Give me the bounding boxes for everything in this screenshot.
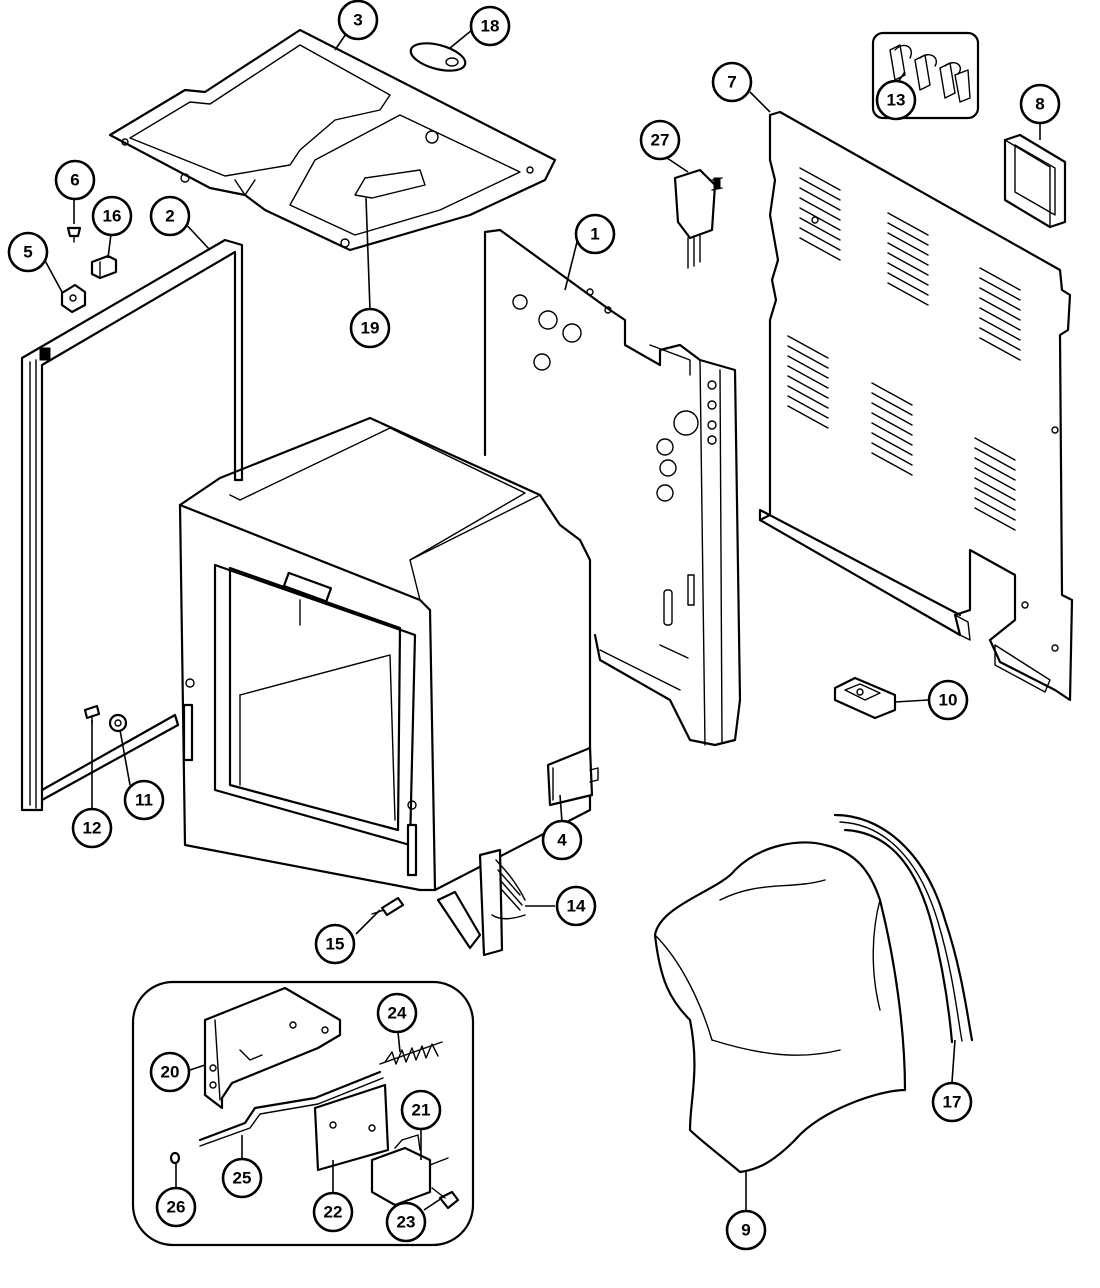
callout-26: 26 <box>155 1186 197 1228</box>
svg-text:24: 24 <box>388 1004 407 1023</box>
callout-2: 2 <box>149 195 191 237</box>
callout-5: 5 <box>7 231 49 273</box>
part-side-panel <box>483 228 742 747</box>
part-screw-small <box>66 226 82 243</box>
callout-23: 23 <box>385 1201 427 1243</box>
callout-17: 17 <box>931 1081 973 1123</box>
svg-text:7: 7 <box>727 73 736 92</box>
callout-15: 15 <box>314 923 356 965</box>
callout-25: 25 <box>221 1157 263 1199</box>
part-wire-harness-inset <box>871 31 980 120</box>
part-side-frame <box>20 238 244 812</box>
callout-8: 8 <box>1019 83 1061 125</box>
callout-labels: 1 2 3 4 5 6 7 8 9 10 11 12 13 14 15 16 1… <box>7 0 1061 1251</box>
callout-22: 22 <box>312 1191 354 1233</box>
callout-3: 3 <box>337 0 379 41</box>
part-door-seal <box>833 813 974 1044</box>
svg-text:21: 21 <box>412 1101 431 1120</box>
svg-text:18: 18 <box>481 17 500 36</box>
part-clip-small <box>90 254 118 280</box>
part-side-bracket <box>546 746 599 807</box>
svg-text:20: 20 <box>161 1063 180 1082</box>
part-oven-cavity <box>178 416 592 892</box>
callout-7: 7 <box>711 61 753 103</box>
svg-text:15: 15 <box>326 935 345 954</box>
callout-6: 6 <box>54 159 96 201</box>
callout-10: 10 <box>927 679 969 721</box>
svg-text:11: 11 <box>135 791 153 810</box>
part-latch-assembly-inset <box>131 980 475 1247</box>
svg-text:22: 22 <box>324 1203 343 1222</box>
callout-27: 27 <box>639 119 681 161</box>
vent-slots <box>787 167 1021 531</box>
svg-text:1: 1 <box>590 225 599 244</box>
part-plug-grommet <box>409 42 467 72</box>
svg-text:26: 26 <box>167 1198 186 1217</box>
callout-24: 24 <box>376 992 418 1034</box>
part-hinge-clip <box>833 676 897 720</box>
callout-1: 1 <box>574 213 616 255</box>
svg-text:10: 10 <box>939 691 958 710</box>
callout-11: 11 <box>123 779 165 821</box>
svg-text:16: 16 <box>103 207 122 226</box>
svg-text:8: 8 <box>1035 95 1044 114</box>
svg-text:12: 12 <box>83 819 102 838</box>
callout-4: 4 <box>541 819 583 861</box>
svg-text:2: 2 <box>165 207 174 226</box>
callout-13: 13 <box>875 79 917 121</box>
svg-text:19: 19 <box>361 319 380 338</box>
callout-18: 18 <box>469 5 511 47</box>
leader-lines <box>41 27 1041 1211</box>
svg-text:13: 13 <box>887 91 906 110</box>
svg-text:6: 6 <box>70 171 79 190</box>
part-insulation-blanket <box>653 841 907 1174</box>
svg-text:14: 14 <box>567 897 586 916</box>
callout-19: 19 <box>349 307 391 349</box>
callout-9: 9 <box>725 1209 767 1251</box>
part-access-cover <box>1003 133 1067 229</box>
svg-text:3: 3 <box>353 11 362 30</box>
svg-text:25: 25 <box>233 1169 252 1188</box>
callout-21: 21 <box>400 1089 442 1131</box>
callout-16: 16 <box>91 195 133 237</box>
svg-text:27: 27 <box>651 131 670 150</box>
part-rear-panel <box>758 110 1074 702</box>
part-bracket-small <box>60 283 87 314</box>
callout-12: 12 <box>71 807 113 849</box>
callout-14: 14 <box>555 885 597 927</box>
part-bumper-11 <box>108 713 128 733</box>
part-top-panel <box>108 28 557 252</box>
svg-text:17: 17 <box>943 1093 962 1112</box>
callout-20: 20 <box>149 1051 191 1093</box>
svg-text:4: 4 <box>557 831 567 850</box>
part-door-hinge <box>436 848 526 957</box>
svg-text:23: 23 <box>397 1213 416 1232</box>
part-power-cord <box>673 168 723 269</box>
svg-text:9: 9 <box>741 1221 750 1240</box>
svg-text:5: 5 <box>23 243 32 262</box>
